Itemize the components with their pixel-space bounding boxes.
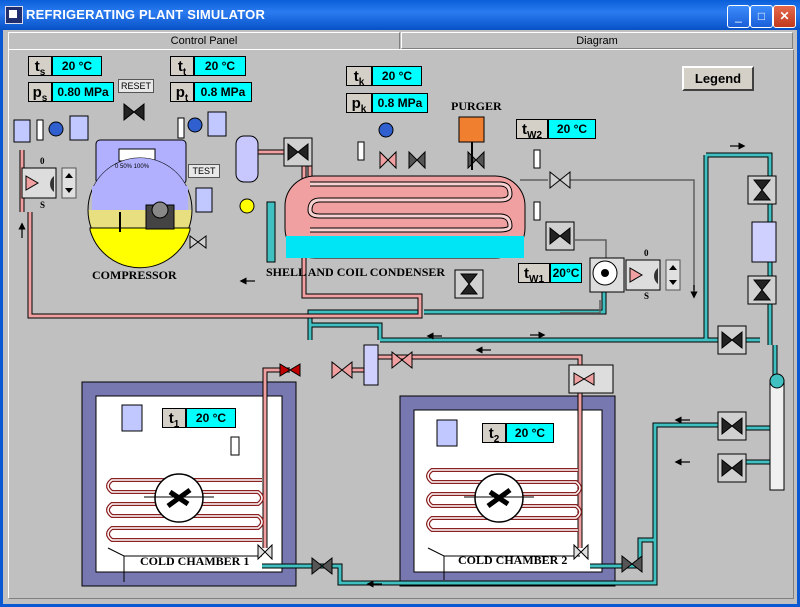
motor-switch-pump[interactable] — [625, 259, 661, 291]
motor-switch-compressor[interactable] — [21, 167, 57, 199]
thermometer-icons — [36, 117, 541, 456]
test-button[interactable]: TEST — [188, 164, 220, 178]
water-tank — [769, 379, 785, 491]
tt-value: 20 °C — [194, 56, 246, 76]
ps-value: 0.80 MPa — [52, 82, 114, 102]
liquid-receiver — [363, 344, 379, 386]
compressor-gauge-scale: 0 50% 100% — [115, 164, 150, 170]
t1-value: 20 °C — [186, 408, 236, 428]
tt-symbol: tt — [170, 56, 194, 78]
t2-value: 20 °C — [506, 423, 554, 443]
reset-button[interactable]: RESET — [118, 79, 154, 93]
pk-value: 0.8 MPa — [372, 93, 428, 113]
tab-diagram[interactable]: Diagram — [401, 32, 793, 49]
close-button[interactable]: ✕ — [773, 5, 796, 28]
oil-separator — [235, 135, 259, 183]
cold-chamber-1-label: COLD CHAMBER 1 — [140, 554, 250, 568]
t1-symbol: t1 — [162, 408, 186, 430]
pt-value: 0.8 MPa — [194, 82, 252, 102]
window-frame — [0, 30, 800, 607]
ts-symbol: ts — [28, 56, 52, 78]
compressor — [87, 139, 193, 269]
window-title: REFRIGERATING PLANT SIMULATOR — [26, 7, 266, 22]
tw1-symbol: tW1 — [518, 263, 550, 285]
maximize-button[interactable]: □ — [750, 5, 773, 28]
tk-symbol: tk — [346, 66, 372, 88]
shell-and-coil-condenser — [266, 175, 526, 263]
tw2-value: 20 °C — [548, 119, 596, 139]
pressure-switch-icons[interactable] — [13, 111, 458, 447]
ps-symbol: ps — [28, 82, 52, 104]
diagram-panel — [8, 49, 794, 599]
title-bar: REFRIGERATING PLANT SIMULATOR _ □ ✕ — [0, 0, 800, 30]
tab-control-panel[interactable]: Control Panel — [8, 32, 400, 49]
valve-group[interactable] — [123, 102, 777, 483]
ts-value: 20 °C — [52, 56, 102, 76]
switch-mark-s: S — [40, 200, 46, 210]
tw2-symbol: tW2 — [516, 119, 548, 141]
pump-switch-mark-zero: 0 — [644, 248, 649, 258]
compressor-label: COMPRESSOR — [92, 268, 177, 282]
purger — [458, 116, 485, 143]
water-pump[interactable] — [589, 257, 625, 293]
minimize-button[interactable]: _ — [727, 5, 750, 28]
cold-chamber-2-label: COLD CHAMBER 2 — [458, 553, 568, 567]
t2-symbol: t2 — [482, 423, 506, 445]
pk-symbol: pk — [346, 93, 372, 115]
tw1-value: 20°C — [550, 263, 582, 283]
fan-chamber-1 — [144, 473, 214, 523]
condenser-label: SHELL AND COIL CONDENSER — [266, 265, 446, 279]
pt-symbol: pt — [170, 82, 194, 104]
fan-chamber-2 — [464, 473, 534, 523]
water-filter — [751, 221, 777, 263]
pump-switch-mark-s: S — [644, 291, 650, 301]
app-icon — [5, 6, 23, 24]
legend-button[interactable]: Legend — [682, 66, 754, 91]
switch-mark-zero: 0 — [40, 156, 45, 166]
tk-value: 20 °C — [372, 66, 422, 86]
purger-label: PURGER — [451, 99, 502, 113]
